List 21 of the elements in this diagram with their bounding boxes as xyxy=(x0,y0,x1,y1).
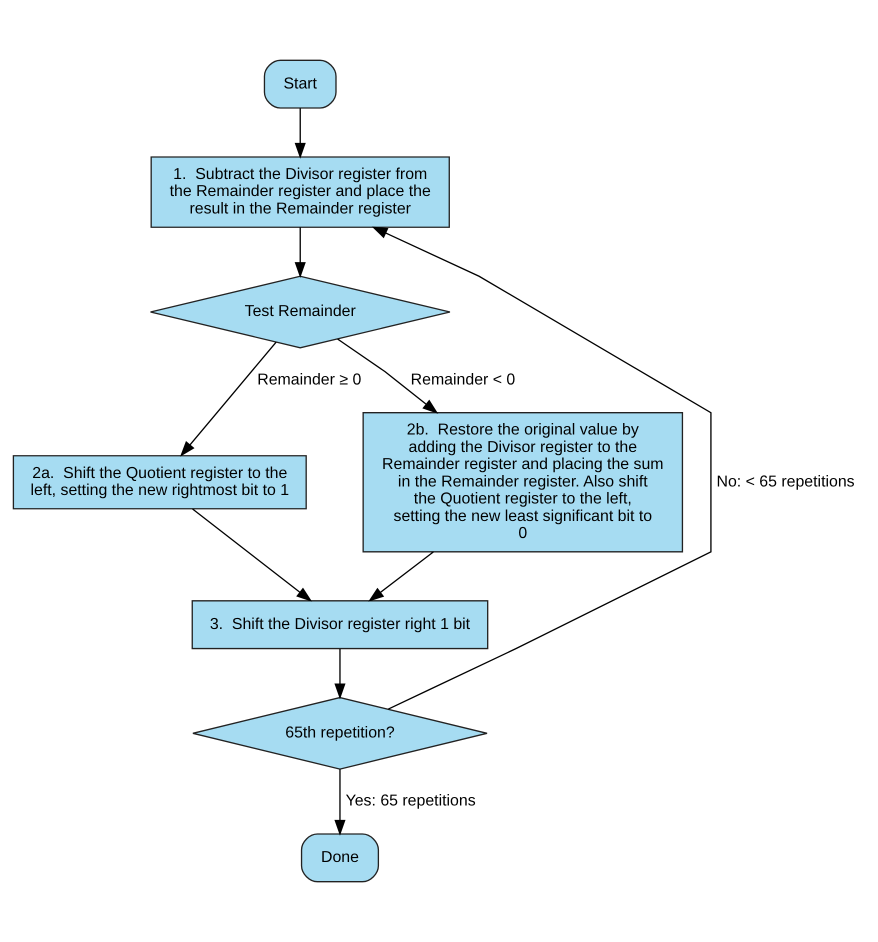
arrow xyxy=(294,108,306,159)
node-box: 3. Shift the Divisor register right 1 bit xyxy=(192,600,488,650)
node-box: 2b. Restore the original value by adding the Divisor register to the Remainder register and placing the sum in the Remainder register. Also shift the Quotient register to the left, setting the new least significant bit to 0 xyxy=(362,412,684,552)
edge-label: Remainder ≥ 0 xyxy=(257,371,362,388)
arrow xyxy=(334,769,346,836)
arrow xyxy=(372,226,712,710)
node-diamond: 65th repetition? xyxy=(192,696,488,770)
arrow xyxy=(368,551,434,602)
node-box: Start xyxy=(264,60,337,109)
node-diamond: Test Remainder xyxy=(150,276,451,348)
edge-label: Remainder < 0 xyxy=(410,371,516,388)
node-box: Done xyxy=(300,833,380,882)
arrow xyxy=(180,342,277,457)
arrow xyxy=(334,649,346,700)
edge-label: Yes: 65 repetitions xyxy=(346,792,476,810)
edge-label: No: < 65 repetitions xyxy=(716,473,855,490)
arrow xyxy=(192,508,312,602)
arrow xyxy=(294,227,306,278)
node-box: 1. Subtract the Divisor register from the Remainder register and place the result in the Remainder register xyxy=(150,156,450,228)
arrow xyxy=(337,338,438,414)
node-box: 2a. Shift the Quotient register to the left, setting the new rightmost bit to 1 xyxy=(12,455,307,510)
